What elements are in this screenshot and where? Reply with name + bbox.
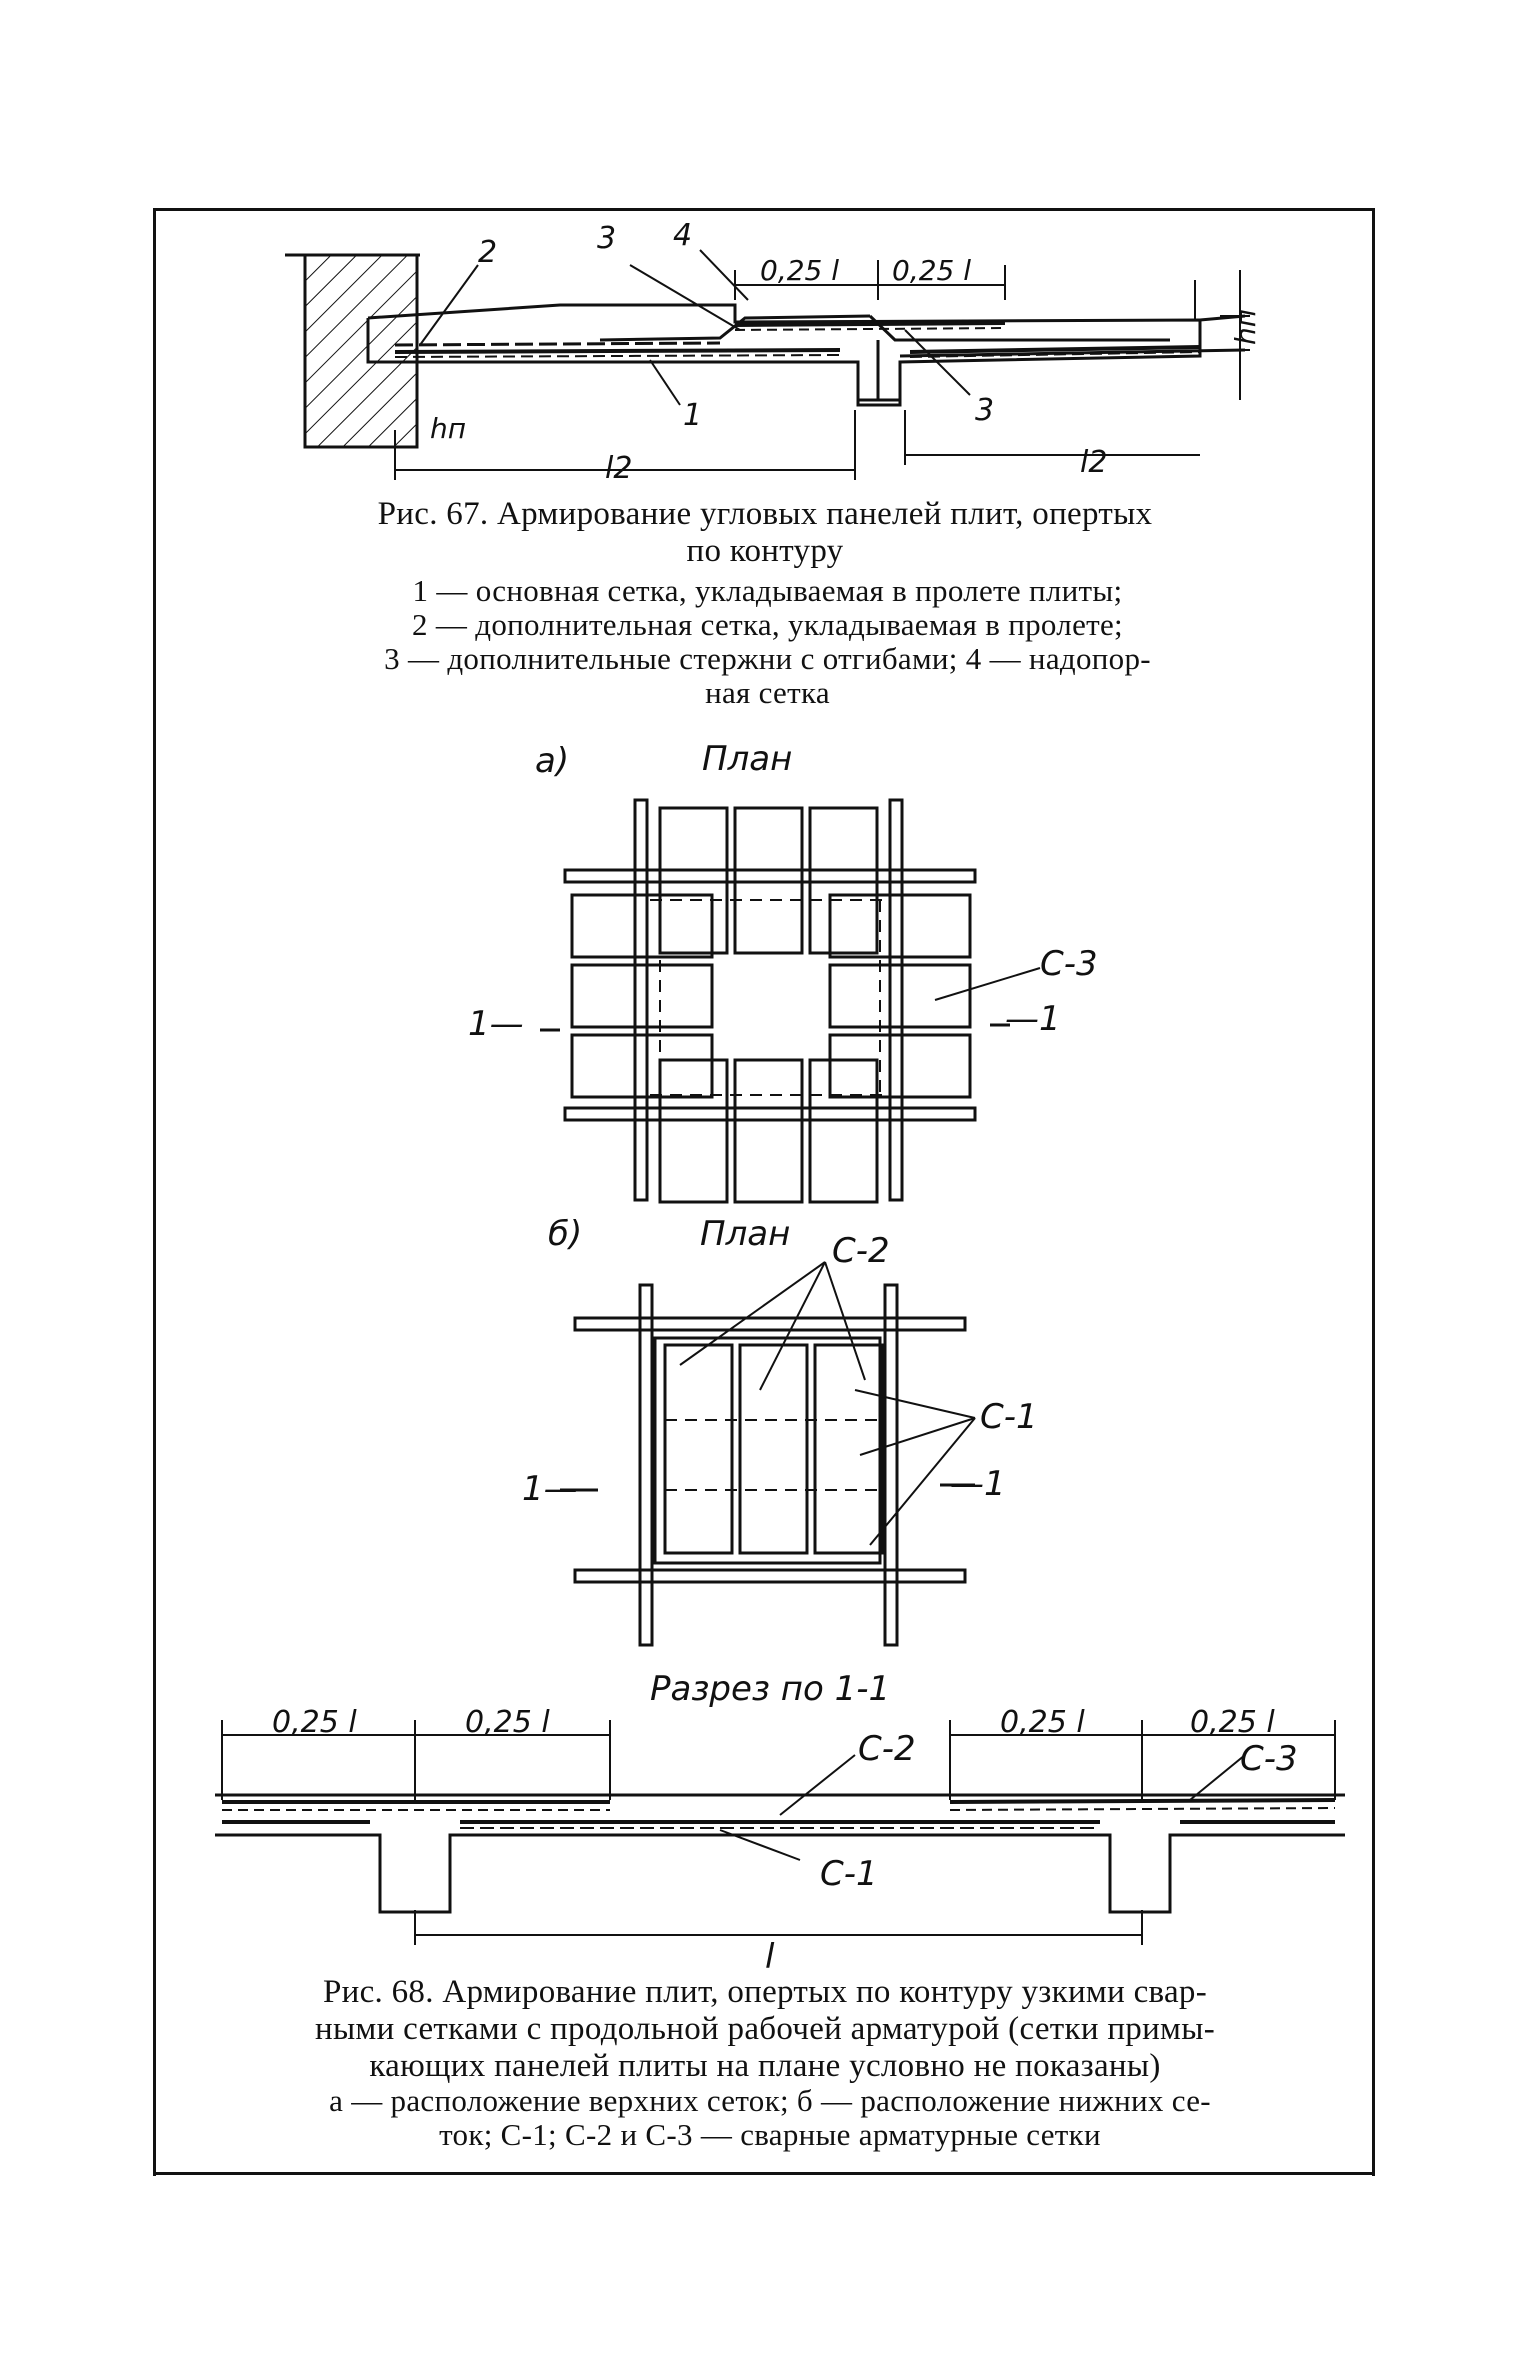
fig67-hn-right: hп [1229, 309, 1262, 345]
fig67-l2-right: l2 [1080, 445, 1107, 480]
fig68b-mesh-c2: С-2 [832, 1231, 890, 1271]
fig67-mesh-1 [394, 348, 841, 354]
fig67-dim-025l-a: 0,25 l [760, 254, 839, 287]
fig68b-mesh-c1: С-1 [980, 1397, 1038, 1437]
fig67-labels: 2 3 4 0,25 l 0,25 l 1 3 hп hп l2 l2 [430, 218, 1262, 486]
fig68-caption-line-3: кающих панелей плиты на плане условно не… [369, 2048, 1161, 2084]
fig67-l2-left: l2 [605, 451, 632, 486]
fig67-caption-line-1: Рис. 67. Армирование угловых панелей пли… [377, 496, 1153, 532]
frame-top-rule [155, 208, 1375, 211]
fig68-caption: Рис. 68. Армирование плит, опертых по ко… [195, 1974, 1335, 2085]
fig67-dim-025l-b: 0,25 l [892, 254, 971, 287]
fig67-legend-line-3: 3 — дополнительные стержни с отгибами; 4… [384, 641, 1151, 676]
fig68-caption-line-2: ными сетками с продольной рабочей армату… [314, 2011, 1215, 2047]
section-dim-4: 0,25 l [1190, 1705, 1275, 1740]
fig68a-title: План [702, 739, 792, 779]
fig68-legend-line-2: ток; С-1; С-2 и С-3 — сварные арматурные… [439, 2117, 1101, 2152]
fig67-label-4: 4 [673, 218, 692, 253]
section-span: l [765, 1937, 775, 1977]
fig67-legend: 1 — основная сетка, укладываемая в проле… [285, 574, 1250, 710]
fig68-section [215, 1720, 1345, 1945]
section-mesh-c2: С-2 [858, 1729, 916, 1769]
fig68a-mesh-c3: С-3 [1040, 944, 1098, 984]
fig68b-plan [560, 1261, 976, 1647]
fig67-hn-left: hп [430, 412, 466, 445]
fig68a-sec-right: —1 [1005, 999, 1061, 1039]
fig68-legend-line-1: а — расположение верхних сеток; б — расп… [329, 2083, 1211, 2118]
fig68-section-labels: Разрез по 1-1 0,25 l 0,25 l 0,25 l 0,25 … [272, 1669, 1298, 1977]
frame-left-rule [153, 208, 156, 2176]
fig68a-sec-left: 1— [468, 1004, 524, 1044]
fig68b-marker: б) [548, 1214, 582, 1254]
fig67-mesh-4 [734, 321, 1006, 327]
fig68-caption-line-1: Рис. 68. Армирование плит, опертых по ко… [322, 1974, 1208, 2010]
fig67-slab-outline [366, 303, 1202, 402]
fig67-label-3b: 3 [975, 393, 994, 428]
fig68-legend: а — расположение верхних сеток; б — расп… [210, 2084, 1330, 2152]
fig67-legend-line-2: 2 — дополнительная сетка, укладываемая в… [412, 607, 1123, 642]
fig68b-sec-left: 1— [522, 1469, 578, 1509]
fig67-drawing [285, 249, 1250, 480]
fig67-legend-line-4: ная сетка [705, 675, 830, 710]
section-mesh-c3: С-3 [1240, 1739, 1298, 1779]
fig68b-sec-right: —1 [950, 1464, 1006, 1504]
fig67-legend-line-1: 1 — основная сетка, укладываемая в проле… [412, 573, 1123, 608]
fig68b-labels: б) План С-2 С-1 1— —1 [522, 1214, 1038, 1509]
fig67-caption: Рис. 67. Армирование угловых панелей пли… [270, 496, 1260, 570]
fig67-bent-bars [599, 314, 871, 342]
fig67-rib [856, 362, 902, 407]
section-dim-3: 0,25 l [1000, 1705, 1085, 1740]
section-title: Разрез по 1-1 [650, 1669, 890, 1709]
fig68a-marker: а) [535, 741, 569, 781]
fig67-label-1: 1 [683, 398, 702, 433]
fig67-mesh-2 [394, 341, 721, 347]
fig68a-labels: а) План С-3 1— —1 [468, 739, 1098, 1044]
section-dim-2: 0,25 l [465, 1705, 550, 1740]
section-dim-1: 0,25 l [272, 1705, 357, 1740]
fig67-label-2: 2 [478, 235, 497, 270]
fig68b-title: План [700, 1214, 790, 1254]
fig68a-plan [540, 798, 1041, 1204]
frame-bottom-rule [155, 2172, 1375, 2175]
section-mesh-c1: С-1 [820, 1854, 878, 1894]
frame-right-rule [1372, 208, 1375, 2176]
fig67-caption-line-2: по контуру [686, 533, 844, 569]
fig67-label-3a: 3 [597, 221, 616, 256]
